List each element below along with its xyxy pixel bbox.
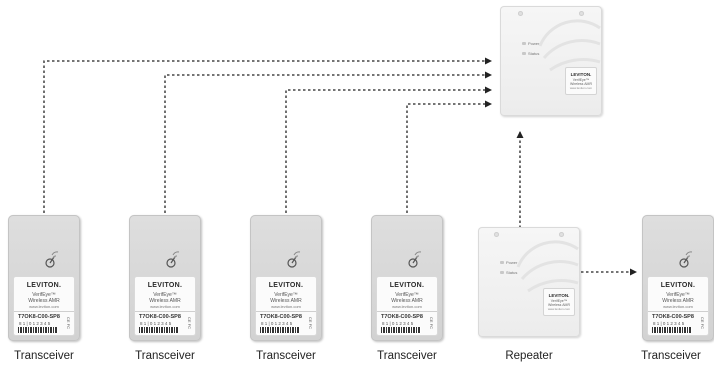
device-label: LEVITON. VerifEye™ Wireless AMR www.levi… (377, 277, 437, 335)
wireless-icon (408, 251, 422, 268)
device-label: LEVITON. VerifEye™ Wireless AMR www.levi… (135, 277, 195, 335)
barcode (381, 327, 421, 333)
mounting-hole (518, 11, 523, 16)
signal-arcs-graphic (538, 19, 601, 72)
barcode (652, 327, 692, 333)
repeater-device: Power Status LEVITON. VerifEye™ Wireless… (478, 227, 580, 337)
node-caption: Transceiver (256, 350, 316, 362)
device-label: LEVITON. VerifEye™ Wireless AMR www.levi… (256, 277, 316, 335)
transceiver-device: LEVITON. VerifEye™ Wireless AMR www.levi… (250, 215, 322, 341)
mounting-hole (579, 11, 584, 16)
device-label: LEVITON. VerifEye™ Wireless AMR www.levi… (14, 277, 74, 335)
barcode (18, 327, 58, 333)
power-led: Power (500, 260, 517, 265)
barcode (139, 327, 179, 333)
barcode (260, 327, 300, 333)
status-led: Status (522, 51, 539, 56)
node-caption: Transceiver (135, 350, 195, 362)
power-led: Power (522, 41, 539, 46)
status-led: Status (500, 270, 517, 275)
repeater-label: LEVITON. VerifEye™ Wireless AMR www.levi… (566, 68, 596, 94)
mounting-hole (494, 232, 499, 237)
edge-transceiver-2-to-repeater-top (164, 71, 492, 218)
node-caption: Transceiver (14, 350, 74, 362)
signal-arcs-graphic (516, 240, 579, 293)
node-caption: Repeater (505, 350, 553, 362)
edge-transceiver-4-to-repeater-top (406, 100, 492, 218)
transceiver-device: LEVITON. VerifEye™ Wireless AMR www.levi… (371, 215, 443, 341)
wireless-icon (166, 251, 180, 268)
repeater-top: Power Status LEVITON. VerifEye™ Wireless… (500, 6, 602, 116)
transceiver-device: LEVITON. VerifEye™ Wireless AMR www.levi… (642, 215, 714, 341)
device-label: LEVITON. VerifEye™ Wireless AMR www.levi… (648, 277, 708, 335)
edge-transceiver-1-to-repeater-top (43, 57, 492, 218)
transceiver-device: LEVITON. VerifEye™ Wireless AMR www.levi… (129, 215, 201, 341)
wireless-icon (679, 251, 693, 268)
wireless-icon (45, 251, 59, 268)
repeater-label: LEVITON. VerifEye™ Wireless AMR www.levi… (544, 289, 574, 315)
edge-transceiver-3-to-repeater-top (285, 86, 492, 218)
node-caption: Transceiver (641, 350, 701, 362)
mounting-hole (559, 232, 564, 237)
transceiver-device: LEVITON. VerifEye™ Wireless AMR www.levi… (8, 215, 80, 341)
wireless-icon (287, 251, 301, 268)
node-caption: Transceiver (377, 350, 437, 362)
